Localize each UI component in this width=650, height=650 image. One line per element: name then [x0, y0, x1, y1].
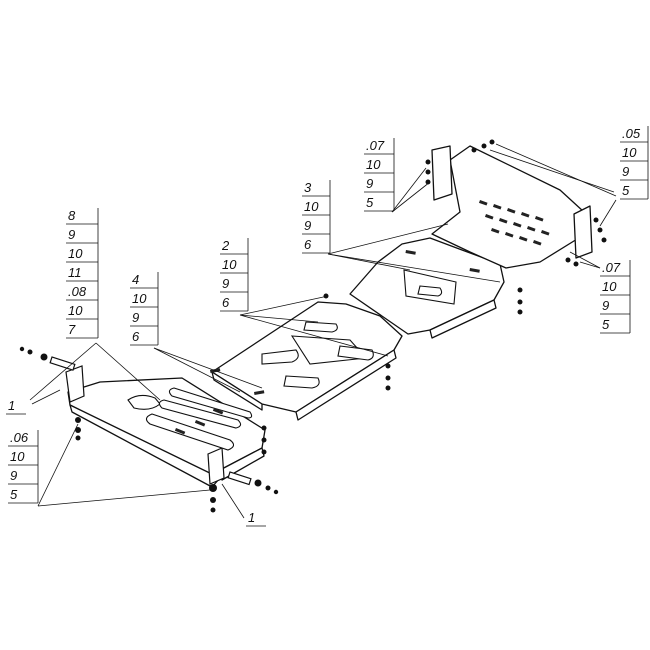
callout-label: 10 [68, 246, 83, 261]
callout-stacks: .051095.071095310962109641096891011.0810… [6, 126, 649, 527]
callout-group-2: 2 10 9 6 [220, 238, 249, 312]
callout-label: 9 [602, 298, 609, 313]
callout-label: 6 [132, 329, 140, 344]
callout-label: 9 [622, 164, 629, 179]
part-label-label-1-bottom: 1 [248, 510, 255, 525]
callout-label: 9 [366, 176, 373, 191]
callout-label: 10 [132, 291, 147, 306]
callout-group-06: .06 10 9 5 [8, 430, 39, 504]
callout-label: .05 [622, 126, 641, 141]
callout-label: 8 [68, 208, 76, 223]
callout-label: 6 [304, 237, 312, 252]
callout-group-07-right: .07 10 9 5 [600, 260, 631, 334]
callout-label: 10 [304, 199, 319, 214]
callout-label: .08 [68, 284, 87, 299]
callout-label: 9 [68, 227, 75, 242]
callout-label: .07 [602, 260, 621, 275]
radiator-guard [431, 145, 593, 269]
callout-label: 3 [304, 180, 312, 195]
leader-lines [29, 143, 617, 519]
callout-group-8: 8 9 10 11 .08 10 7 [66, 208, 99, 339]
callout-label: 10 [366, 157, 381, 172]
vent-slots [478, 200, 550, 246]
callout-group-3: 3 10 9 6 [302, 180, 331, 254]
callout-group-07-top: .07 10 9 5 [364, 138, 395, 212]
callout-label: 5 [10, 487, 18, 502]
callout-label: 10 [10, 449, 25, 464]
transmission-skid-plate [349, 237, 505, 339]
callout-label: 9 [10, 468, 17, 483]
callout-label: 5 [366, 195, 374, 210]
callout-label: 4 [132, 272, 139, 287]
callout-label: 5 [622, 183, 630, 198]
callout-label: 9 [132, 310, 139, 325]
callout-label: 9 [222, 276, 229, 291]
callout-group-4: 4 10 9 6 [130, 272, 159, 346]
callout-label: 10 [622, 145, 637, 160]
callout-label: 10 [222, 257, 237, 272]
callout-label: 5 [602, 317, 610, 332]
callout-group-05: .05 10 9 5 [620, 126, 649, 200]
callout-label: 7 [68, 322, 76, 337]
callout-label: 6 [222, 295, 230, 310]
middle-skid-plate [210, 301, 403, 421]
callout-label: 9 [304, 218, 311, 233]
callout-label: 11 [68, 265, 82, 280]
fasteners [19, 139, 607, 513]
callout-label: 2 [221, 238, 230, 253]
callout-label: .06 [10, 430, 29, 445]
part-label-label-1-left: 1 [8, 398, 15, 413]
callout-label: .07 [366, 138, 385, 153]
callout-label: 10 [68, 303, 83, 318]
callout-label: 10 [602, 279, 617, 294]
